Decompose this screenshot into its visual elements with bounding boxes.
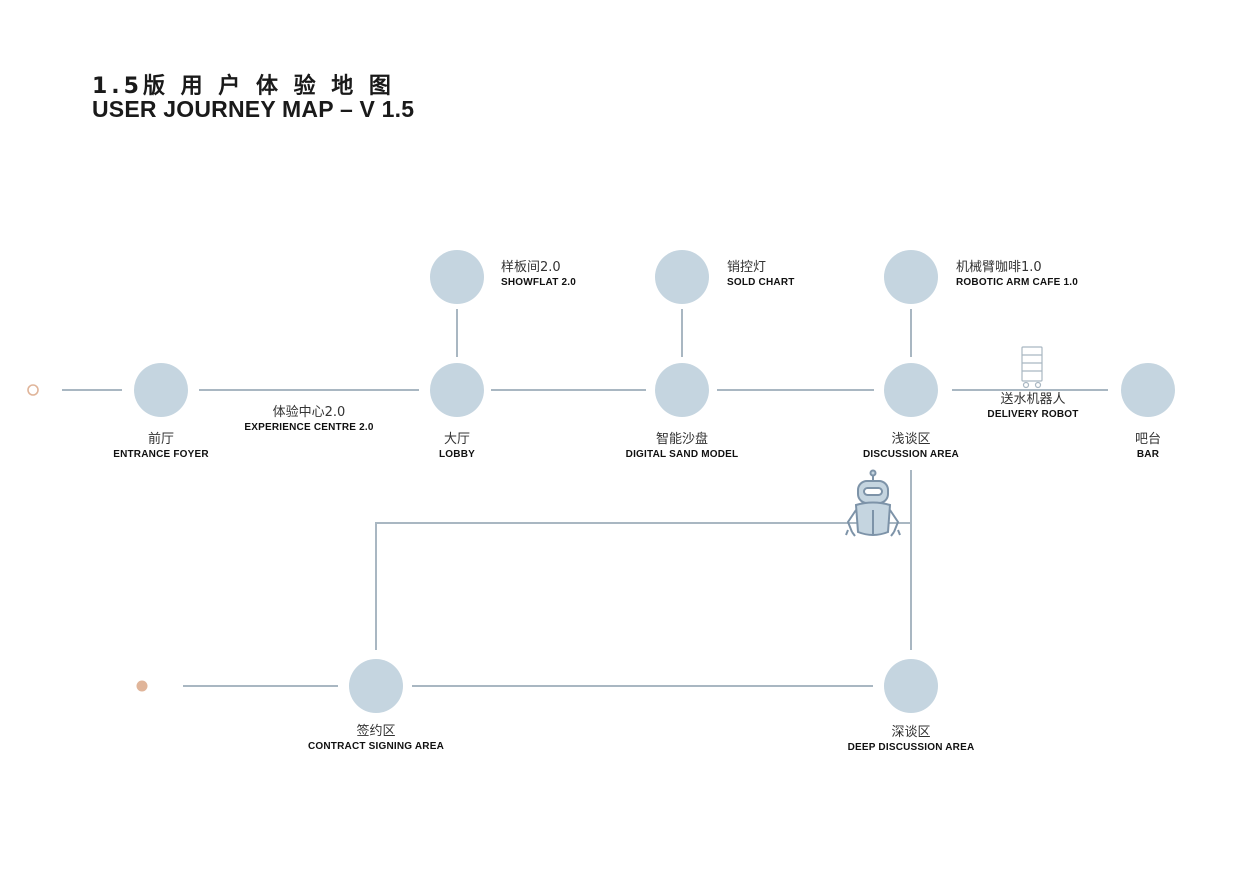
humanoid-robot-icon xyxy=(845,469,901,537)
label-delivery: 送水机器人 DELIVERY ROBOT xyxy=(987,392,1079,420)
label-contract: 签约区 CONTRACT SIGNING AREA xyxy=(307,724,445,752)
label-foyer: 前厅 ENTRANCE FOYER xyxy=(113,432,209,460)
node-lobby xyxy=(430,363,484,417)
node-showflat xyxy=(430,250,484,304)
page-title-cn: 1.5版 用 户 体 验 地 图 xyxy=(92,74,395,99)
page-title-en: USER JOURNEY MAP – V 1.5 xyxy=(92,96,415,122)
node-deep xyxy=(884,659,938,713)
node-cafe xyxy=(884,250,938,304)
label-sand: 智能沙盘 DIGITAL SAND MODEL xyxy=(625,432,739,460)
nodes xyxy=(134,250,1175,713)
label-deep: 深谈区 DEEP DISCUSSION AREA xyxy=(847,725,975,753)
connector-lines xyxy=(62,309,1108,687)
node-discussion xyxy=(884,363,938,417)
label-bar: 吧台 BAR xyxy=(1134,432,1162,460)
label-lobby: 大厅 LOBBY xyxy=(439,432,475,460)
node-sand xyxy=(655,363,709,417)
label-discussion: 浅谈区 DISCUSSION AREA xyxy=(863,432,959,460)
line-discussion-contract xyxy=(375,522,911,650)
label-showflat: 样板间2.0 SHOWFLAT 2.0 xyxy=(501,260,576,288)
node-bar xyxy=(1121,363,1175,417)
label-sold: 销控灯 SOLD CHART xyxy=(727,260,795,288)
start-marker-open xyxy=(27,384,39,396)
node-contract xyxy=(349,659,403,713)
node-foyer xyxy=(134,363,188,417)
label-cafe: 机械臂咖啡1.0 ROBOTIC ARM CAFE 1.0 xyxy=(956,260,1078,288)
delivery-cart-robot-icon xyxy=(1021,346,1043,389)
label-experience: 体验中心2.0 EXPERIENCE CENTRE 2.0 xyxy=(244,405,374,433)
node-sold xyxy=(655,250,709,304)
start-marker-filled xyxy=(136,680,148,692)
